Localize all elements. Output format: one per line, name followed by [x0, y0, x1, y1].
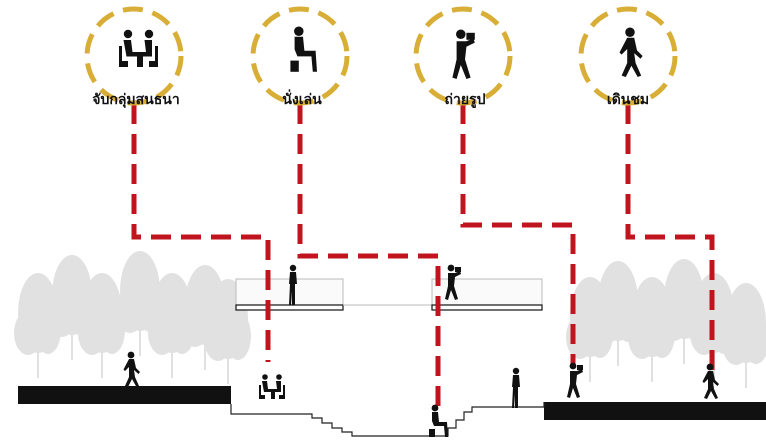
trees-right	[566, 259, 766, 388]
terrain-steps	[230, 402, 545, 437]
activity-photo: ถ่ายรูป	[413, 6, 513, 108]
deck-right	[431, 278, 543, 311]
activity-label: จับกลุ่มสนธนา	[92, 92, 179, 108]
activity-sitting: นั่งเล่น	[250, 6, 350, 108]
connector-path-walking	[625, 104, 715, 374]
photographer-figure-right	[567, 362, 583, 398]
walker-figure-left	[123, 351, 140, 387]
ground-left	[18, 386, 231, 404]
connector-path-gathering	[131, 104, 271, 362]
ground-right	[544, 402, 766, 420]
activity-walking: เดินชม	[578, 6, 678, 108]
activity-label: ถ่ายรูป	[445, 92, 486, 108]
sitter-figure-bottom	[429, 404, 448, 437]
stander-figure-steps	[512, 367, 520, 408]
activity-gathering: จับกลุ่มสนธนา	[84, 6, 184, 108]
connector-path-sitting	[297, 104, 441, 412]
connector-path-photo	[460, 104, 576, 368]
walker-figure-right	[702, 363, 719, 399]
pair-figure-ground	[259, 374, 285, 399]
activity-label: นั่งเล่น	[282, 89, 322, 108]
connector-paths	[131, 104, 715, 412]
activity-label: เดินชม	[607, 92, 649, 108]
